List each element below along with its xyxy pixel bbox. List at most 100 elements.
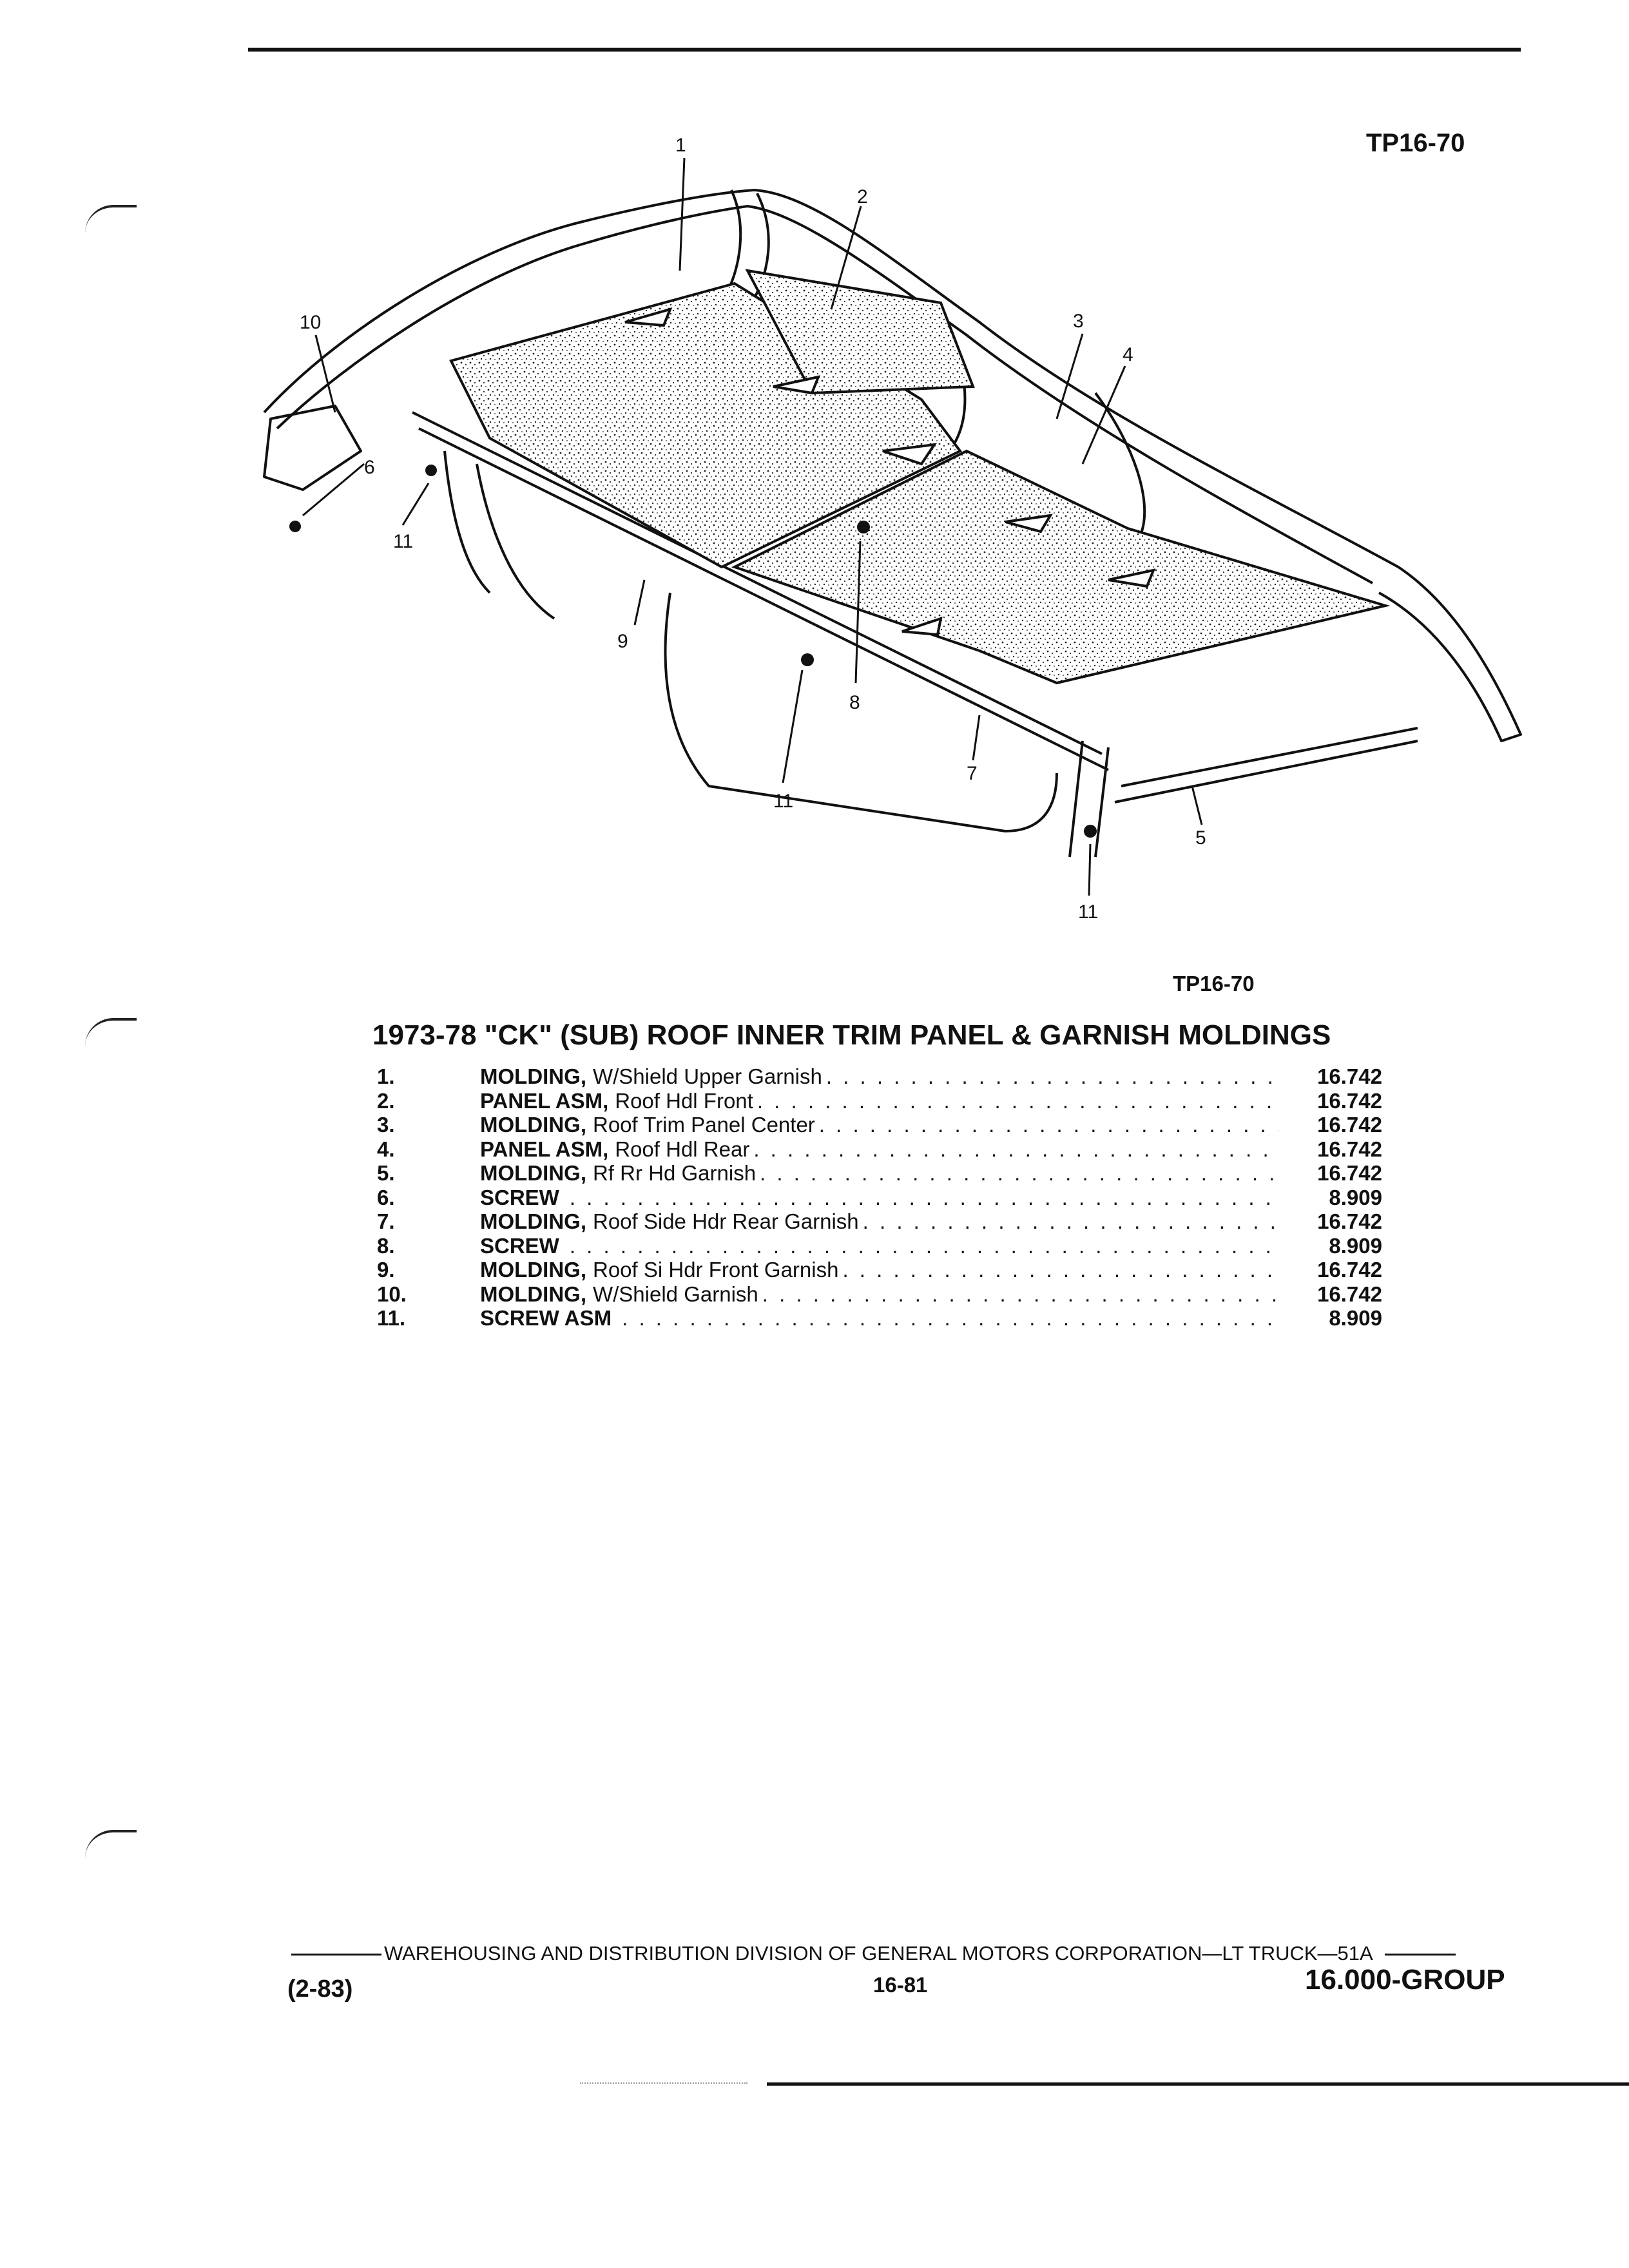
figure-code: TP16-70 bbox=[1366, 129, 1465, 157]
part-name: MOLDING, bbox=[480, 1161, 586, 1185]
group-id: 16.000-GROUP bbox=[1305, 1964, 1505, 1995]
part-number: 7. bbox=[377, 1209, 395, 1233]
bottom-dotted-rule bbox=[580, 2082, 747, 2084]
part-description: MOLDING,Roof Side Hdr Rear Garnish. . . … bbox=[480, 1209, 1279, 1234]
part-description: SCREW ASM . . . . . . . . . . . . . . . .… bbox=[480, 1306, 1279, 1331]
callout-3: 3 bbox=[1073, 311, 1084, 332]
footer-rule bbox=[291, 1954, 381, 1956]
part-number: 11. bbox=[377, 1306, 406, 1330]
callout-10: 10 bbox=[300, 312, 321, 333]
callout-9: 9 bbox=[617, 631, 628, 652]
callout-6: 6 bbox=[364, 457, 375, 478]
group-number: 16.742 bbox=[1317, 1209, 1382, 1233]
part-row: 10.MOLDING,W/Shield Garnish. . . . . . .… bbox=[377, 1282, 1382, 1307]
leader-dots: . . . . . . . . . . . . . . . . . . . . … bbox=[622, 1306, 1279, 1330]
part-name: MOLDING, bbox=[480, 1209, 586, 1233]
part-detail: Roof Hdl Rear bbox=[615, 1137, 750, 1161]
part-name: PANEL ASM, bbox=[480, 1137, 609, 1161]
page-number: 16-81 bbox=[873, 1973, 928, 1997]
part-name: PANEL ASM, bbox=[480, 1088, 609, 1113]
callout-2: 2 bbox=[857, 186, 868, 207]
part-detail: Roof Hdl Front bbox=[615, 1088, 753, 1113]
part-detail: W/Shield Upper Garnish bbox=[592, 1064, 822, 1088]
leader-dots: . . . . . . . . . . . . . . . . . . . . … bbox=[825, 1064, 1279, 1088]
leader-dots: . . . . . . . . . . . . . . . . . . . . … bbox=[862, 1209, 1279, 1233]
group-number: 16.742 bbox=[1317, 1282, 1382, 1306]
part-name: SCREW bbox=[480, 1233, 559, 1258]
part-row: 5. MOLDING,Rf Rr Hd Garnish. . . . . . . … bbox=[377, 1161, 1382, 1186]
part-detail: W/Shield Garnish bbox=[592, 1282, 758, 1306]
group-number: 16.742 bbox=[1317, 1161, 1382, 1185]
part-row: 9. MOLDING,Roof Si Hdr Front Garnish. . .… bbox=[377, 1258, 1382, 1282]
part-description: MOLDING,W/Shield Garnish. . . . . . . . … bbox=[480, 1282, 1279, 1307]
leader-dots: . . . . . . . . . . . . . . . . . . . . … bbox=[569, 1185, 1279, 1209]
group-number: 8.909 bbox=[1329, 1185, 1382, 1209]
leader-dots: . . . . . . . . . . . . . . . . . . . . … bbox=[753, 1137, 1279, 1161]
part-number: 5. bbox=[377, 1161, 395, 1185]
callout-1: 1 bbox=[675, 135, 686, 156]
part-name: MOLDING, bbox=[480, 1064, 586, 1088]
part-detail: Roof Trim Panel Center bbox=[592, 1113, 815, 1137]
page-title: 1973-78 "CK" (SUB) ROOF INNER TRIM PANEL… bbox=[372, 1019, 1331, 1051]
bottom-rule bbox=[767, 2082, 1629, 2086]
leader-dots: . . . . . . . . . . . . . . . . . . . . … bbox=[569, 1233, 1279, 1258]
group-number: 16.742 bbox=[1317, 1113, 1382, 1137]
part-description: PANEL ASM,Roof Hdl Rear. . . . . . . . .… bbox=[480, 1137, 1279, 1162]
callout-8: 8 bbox=[849, 692, 860, 713]
part-number: 6. bbox=[377, 1185, 395, 1209]
part-name: SCREW ASM bbox=[480, 1306, 612, 1330]
parts-list: 1.MOLDING,W/Shield Upper Garnish. . . . … bbox=[377, 1064, 1382, 1331]
leader-dots: . . . . . . . . . . . . . . . . . . . . … bbox=[818, 1113, 1279, 1137]
publisher-text: WAREHOUSING AND DISTRIBUTION DIVISION OF… bbox=[384, 1942, 1373, 1965]
callout-4: 4 bbox=[1123, 344, 1133, 365]
part-name: SCREW bbox=[480, 1185, 559, 1209]
part-description: MOLDING,W/Shield Upper Garnish. . . . . … bbox=[480, 1064, 1279, 1089]
part-row: 3. MOLDING,Roof Trim Panel Center. . . . … bbox=[377, 1113, 1382, 1137]
part-description: SCREW . . . . . . . . . . . . . . . . . .… bbox=[480, 1234, 1279, 1258]
part-detail: Rf Rr Hd Garnish bbox=[592, 1161, 757, 1185]
callout-11: 11 bbox=[773, 791, 793, 812]
part-row: 7. MOLDING,Roof Side Hdr Rear Garnish. . … bbox=[377, 1209, 1382, 1234]
footer-rule bbox=[1384, 1954, 1456, 1956]
part-number: 1. bbox=[377, 1064, 395, 1088]
leader-dots: . . . . . . . . . . . . . . . . . . . . … bbox=[757, 1088, 1279, 1113]
part-detail: Roof Side Hdr Rear Garnish bbox=[592, 1209, 859, 1233]
part-description: SCREW . . . . . . . . . . . . . . . . . .… bbox=[480, 1186, 1279, 1210]
group-number: 16.742 bbox=[1317, 1088, 1382, 1113]
leader-dots: . . . . . . . . . . . . . . . . . . . . … bbox=[842, 1258, 1279, 1282]
leader-dots: . . . . . . . . . . . . . . . . . . . . … bbox=[762, 1282, 1279, 1306]
part-row: 8. SCREW . . . . . . . . . . . . . . . . .… bbox=[377, 1234, 1382, 1258]
part-number: 9. bbox=[377, 1258, 395, 1282]
group-number: 8.909 bbox=[1329, 1233, 1382, 1258]
part-name: MOLDING, bbox=[480, 1282, 586, 1306]
binder-hole-mark bbox=[85, 1830, 137, 1858]
callout-11: 11 bbox=[1078, 901, 1098, 923]
part-description: PANEL ASM,Roof Hdl Front. . . . . . . . … bbox=[480, 1089, 1279, 1113]
callout-7: 7 bbox=[967, 763, 978, 784]
part-number: 8. bbox=[377, 1233, 395, 1258]
part-number: 2. bbox=[377, 1088, 395, 1113]
part-row: 1. MOLDING,W/Shield Upper Garnish. . . . … bbox=[377, 1064, 1382, 1089]
part-row: 6. SCREW . . . . . . . . . . . . . . . . .… bbox=[377, 1186, 1382, 1210]
caption-code: TP16-70 bbox=[1173, 972, 1255, 995]
group-number: 16.742 bbox=[1317, 1258, 1382, 1282]
publisher-line: WAREHOUSING AND DISTRIBUTION DIVISION OF… bbox=[291, 1942, 1456, 1965]
part-description: MOLDING,Roof Si Hdr Front Garnish. . . .… bbox=[480, 1258, 1279, 1282]
part-row: 2. PANEL ASM,Roof Hdl Front. . . . . . . … bbox=[377, 1089, 1382, 1113]
group-number: 16.742 bbox=[1317, 1137, 1382, 1161]
part-description: MOLDING,Rf Rr Hd Garnish. . . . . . . . … bbox=[480, 1161, 1279, 1186]
part-name: MOLDING, bbox=[480, 1113, 586, 1137]
part-number: 3. bbox=[377, 1113, 395, 1137]
part-row: 4. PANEL ASM,Roof Hdl Rear. . . . . . . .… bbox=[377, 1137, 1382, 1162]
part-detail: Roof Si Hdr Front Garnish bbox=[592, 1258, 839, 1282]
part-name: MOLDING, bbox=[480, 1258, 586, 1282]
leader-dots: . . . . . . . . . . . . . . . . . . . . … bbox=[760, 1161, 1279, 1185]
group-number: 16.742 bbox=[1317, 1064, 1382, 1088]
binder-hole-mark bbox=[85, 205, 137, 233]
part-number: 4. bbox=[377, 1137, 395, 1161]
top-rule bbox=[248, 48, 1521, 52]
date-code: (2-83) bbox=[287, 1975, 353, 2003]
binder-hole-mark bbox=[85, 1018, 137, 1046]
group-number: 8.909 bbox=[1329, 1306, 1382, 1330]
callout-5: 5 bbox=[1195, 827, 1206, 849]
